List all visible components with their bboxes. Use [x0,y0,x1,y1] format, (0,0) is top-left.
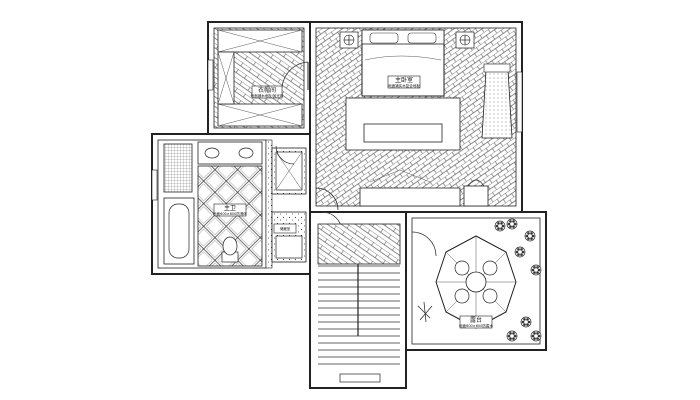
landing [317,223,401,265]
plant-icon [524,230,536,242]
chair [482,288,498,304]
master-bedroom: 主卧室 地面铺实木复合地板 [315,27,523,207]
toilet [222,236,238,256]
desk-chair [463,185,489,207]
master-bath: 主卫 地面600×600防滑砖 [151,139,273,269]
chair [454,260,470,276]
shower [163,143,193,193]
chair [482,260,498,276]
table [465,271,487,293]
terrace-note: 地面600×600防腐木 [459,323,493,328]
bed-sheet-line [364,55,442,61]
door-swing [411,231,437,257]
chaise-lounge [481,69,513,139]
shower-storage: 储藏室 [271,145,343,263]
storage-tag [273,223,297,234]
sink [204,147,220,159]
stair-window [339,373,381,383]
storage-label: 储藏室 [280,226,291,231]
terrace-tag [459,315,493,329]
plant-icon [530,330,542,342]
door-swing [275,145,295,165]
sink [238,147,254,159]
bench [363,123,443,143]
desk [359,187,461,207]
terrace-label: 露台 [470,316,482,324]
pillow [369,32,399,44]
bath-note: 地面600×600防滑砖 [213,211,247,216]
plant-icon [506,330,518,342]
plant-icon [506,218,518,230]
plant-icon [530,264,542,276]
staircase [317,223,401,383]
terrace: 露台 地面600×600防腐木 [411,217,542,345]
closet: 衣帽间 地面铺木地板/抛光砖 [207,27,309,129]
vanity [197,141,263,165]
stair-treads [318,265,400,365]
window [207,59,214,91]
bath-tag [213,203,247,217]
window [516,71,523,133]
bedroom-label: 主卧室 [395,76,413,84]
plant-icon [417,301,433,323]
bedroom-note: 地面铺实木复合地板 [388,83,420,88]
plant-icon [494,220,506,232]
plant-icon [514,246,526,258]
door-swing [315,187,339,211]
window [151,169,158,201]
door-swing [281,61,309,89]
closet-tag [251,85,283,99]
closet-label: 衣帽间 [258,86,276,94]
bath-label: 主卫 [224,204,236,212]
pillow [407,32,437,44]
plants [494,218,542,342]
chair [454,288,470,304]
closet-note: 地面铺木地板/抛光砖 [251,93,284,98]
bedroom-tag [387,75,421,89]
plant-icon [520,316,532,328]
